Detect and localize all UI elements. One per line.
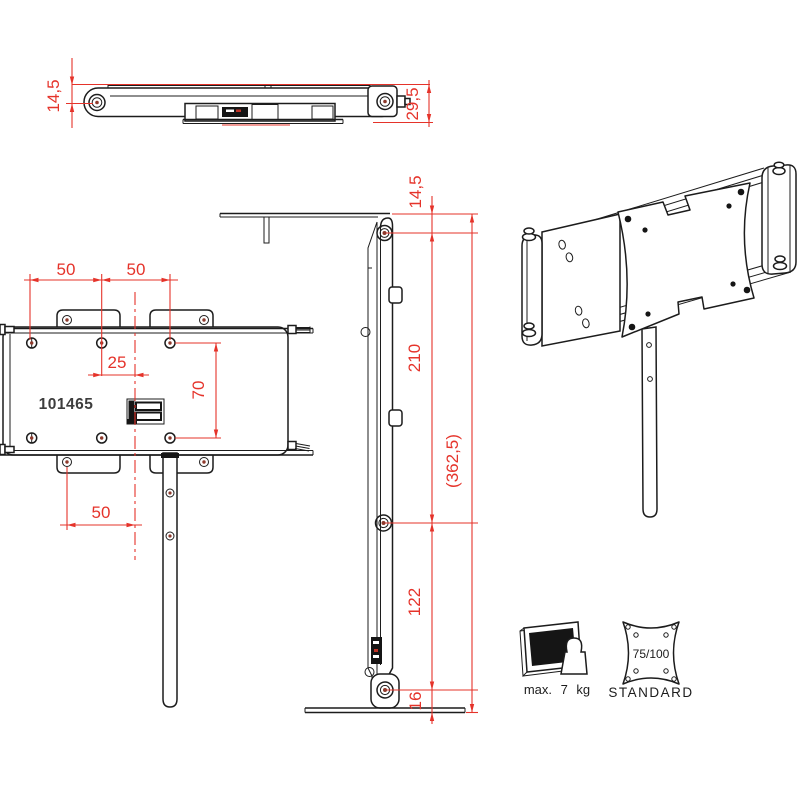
dim-label-pitch-right: 50 [127, 260, 146, 279]
dim-label-overall-height: (362,5) [443, 434, 462, 488]
top-view-right-pivot [376, 92, 394, 111]
perspective-view [521, 161, 797, 518]
vesa-size-label: 75/100 [633, 647, 670, 661]
dim-label-upper-arm: 210 [405, 344, 424, 372]
dim-label-top-total-depth: 29,5 [403, 87, 422, 120]
dim-label-pitch-vertical: 70 [189, 381, 208, 400]
vesa-standard-label: STANDARD [608, 685, 693, 700]
dim-label-center-offset: 25 [108, 353, 127, 372]
dim-label-lower-arm: 122 [405, 588, 424, 616]
top-view-left-pivot [88, 93, 106, 112]
front-view: 101465 50 50 25 [0, 260, 314, 708]
weight-limit-icon [519, 621, 588, 678]
vesa-plate-holes [624, 188, 751, 331]
dim-front-70: 70 [175, 342, 221, 439]
dim-label-top-depth: 14,5 [44, 79, 63, 112]
dim-label-tab-pitch: 50 [92, 503, 111, 522]
side-hinge [370, 673, 400, 709]
dim-label-base-offset: 16 [406, 692, 425, 711]
product-code: 101465 [39, 396, 94, 413]
latch [126, 398, 165, 425]
dim-topview-14-5: 14,5 [44, 58, 93, 128]
top-view: 14,5 29,5 [44, 58, 433, 128]
side-view: 14,5 210 122 16 (362,5) [219, 175, 478, 724]
dim-front-50-50: 50 50 [24, 260, 178, 376]
dim-front-tab-50: 50 [60, 467, 142, 530]
dim-side-overall: (362,5) [443, 214, 475, 713]
vesa-icon: 75/100 [622, 621, 680, 685]
max-load-label: max. 7 kg [524, 682, 590, 697]
dim-front-25: 25 [88, 353, 149, 378]
dim-label-side-pivot-offset: 14,5 [406, 175, 425, 208]
dim-label-pitch-left: 50 [57, 260, 76, 279]
dim-topview-29-5: 29,5 [403, 80, 432, 127]
